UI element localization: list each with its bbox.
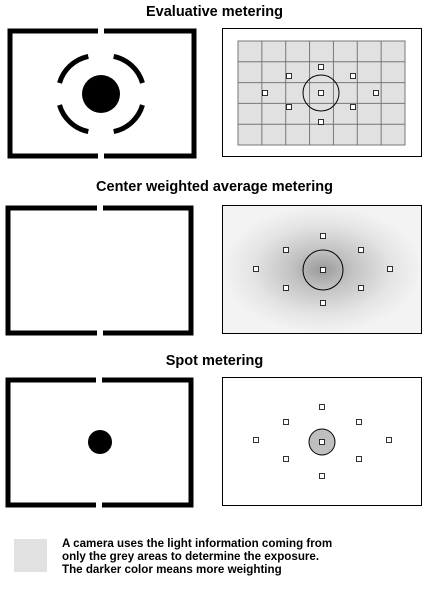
af-point-markers <box>262 64 379 125</box>
legend-line: A camera uses the light information comi… <box>62 537 333 550</box>
grey-area-legend-swatch <box>14 539 47 572</box>
legend-caption: A camera uses the light information comi… <box>62 537 422 576</box>
spot-metering-area <box>222 377 422 506</box>
center-weighted-metering-title: Center weighted average metering <box>96 179 333 195</box>
evaluative-center-dot <box>82 75 120 113</box>
legend-line: The darker color means more weighting <box>62 563 282 576</box>
evaluative-viewfinder-icon <box>7 28 197 159</box>
af-point-markers <box>253 404 392 479</box>
center-weighted-metering-area <box>222 205 422 334</box>
spot-center-dot <box>88 430 112 454</box>
legend-line: only the grey areas to determine the exp… <box>62 550 320 563</box>
evaluative-metering-area <box>222 28 422 157</box>
evaluative-metering-title: Evaluative metering <box>146 4 283 20</box>
af-point-markers <box>253 233 393 306</box>
spot-viewfinder-icon <box>5 377 194 508</box>
spot-metering-title: Spot metering <box>165 353 264 369</box>
center-weighted-viewfinder-icon <box>5 205 194 336</box>
